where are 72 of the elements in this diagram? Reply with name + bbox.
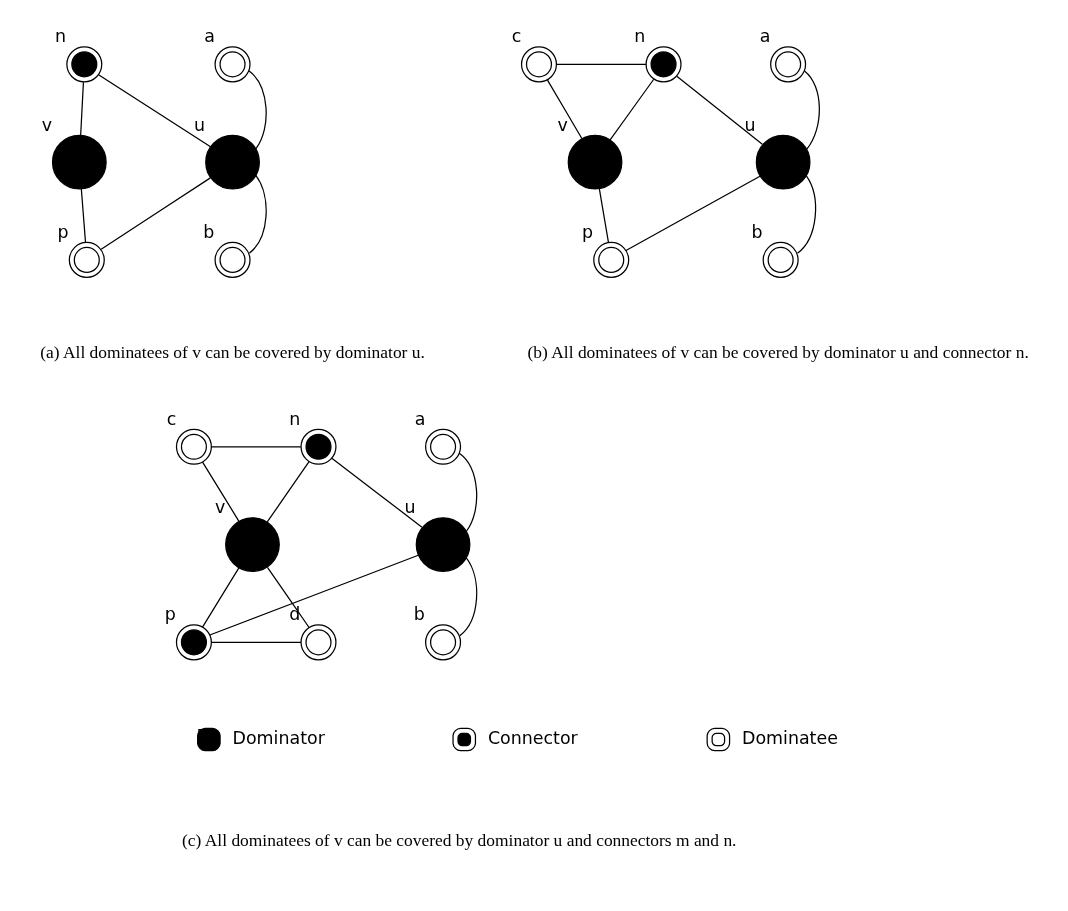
- connector: [209, 554, 419, 636]
- node-label: d: [289, 604, 301, 625]
- connector: [210, 641, 302, 643]
- node-label: u: [194, 114, 206, 135]
- connector: [201, 461, 240, 522]
- connector: [458, 452, 478, 532]
- legend-label: Connector: [487, 728, 578, 749]
- connector: [555, 63, 647, 65]
- node-ring: [300, 624, 337, 661]
- node-ring: [214, 46, 251, 83]
- node-label: p: [582, 221, 594, 242]
- node-label: b: [413, 604, 425, 625]
- connector: [331, 457, 423, 528]
- node-label: n: [289, 408, 301, 429]
- node-disc: [205, 134, 260, 190]
- node-ring: [762, 241, 799, 278]
- connector: [248, 70, 267, 150]
- node-ring: [425, 428, 462, 465]
- node-disc: [51, 134, 107, 190]
- connector: [266, 461, 310, 523]
- node-label: c: [511, 26, 522, 47]
- connector: [546, 79, 583, 140]
- node-label: n: [55, 26, 67, 47]
- legend-label: Dominatee: [742, 728, 838, 749]
- node-disc: [567, 134, 623, 190]
- connector: [100, 177, 212, 250]
- connector: [459, 557, 478, 637]
- node-ring: [68, 241, 105, 278]
- connector: [210, 446, 302, 448]
- connector: [201, 567, 240, 628]
- node-label: v: [214, 497, 226, 518]
- connector: [803, 70, 820, 150]
- node-label: u: [404, 497, 416, 518]
- connector: [609, 78, 655, 141]
- node-ring: [175, 428, 212, 465]
- node-label: p: [57, 221, 69, 242]
- node-label: n: [634, 26, 646, 47]
- connector: [266, 566, 310, 629]
- node-label: c: [166, 408, 177, 429]
- connector: [796, 175, 817, 254]
- connector: [625, 175, 761, 252]
- label: (b) All dominatees of v can be covered by dominator u and connector n.: [527, 341, 1029, 362]
- connector: [676, 75, 764, 146]
- node-label: v: [557, 114, 568, 135]
- node-bullseye: [645, 46, 682, 83]
- node-label: u: [744, 114, 756, 135]
- connector: [598, 188, 610, 243]
- node-ring: [520, 46, 558, 83]
- connector: [80, 81, 85, 136]
- node-bullseye: [300, 428, 337, 465]
- legend-label: Dominator: [232, 728, 325, 749]
- node-label: p: [164, 604, 176, 625]
- connector: [248, 174, 267, 254]
- node-label: a: [759, 26, 771, 47]
- label: (a) All dominatees of v can be covered by dominator u.: [40, 341, 425, 362]
- node-ring: [770, 46, 807, 83]
- label: (c) All dominatees of v can be covered by dominator u and connectors m and n.: [182, 830, 737, 851]
- node-label: a: [414, 408, 426, 429]
- connector: [97, 74, 212, 148]
- node-label: a: [204, 26, 215, 47]
- node-ring: [214, 241, 251, 278]
- node-ring: [593, 241, 630, 278]
- node-disc: [415, 517, 471, 572]
- node-disc: [755, 134, 811, 190]
- node-disc: [225, 517, 280, 572]
- node-bullseye: [175, 624, 212, 661]
- node-bullseye: [66, 46, 103, 83]
- node-label: b: [203, 221, 215, 242]
- node-label: v: [41, 114, 53, 135]
- connector: [80, 188, 87, 243]
- node-ring: [425, 624, 462, 661]
- node-label: b: [751, 221, 763, 242]
